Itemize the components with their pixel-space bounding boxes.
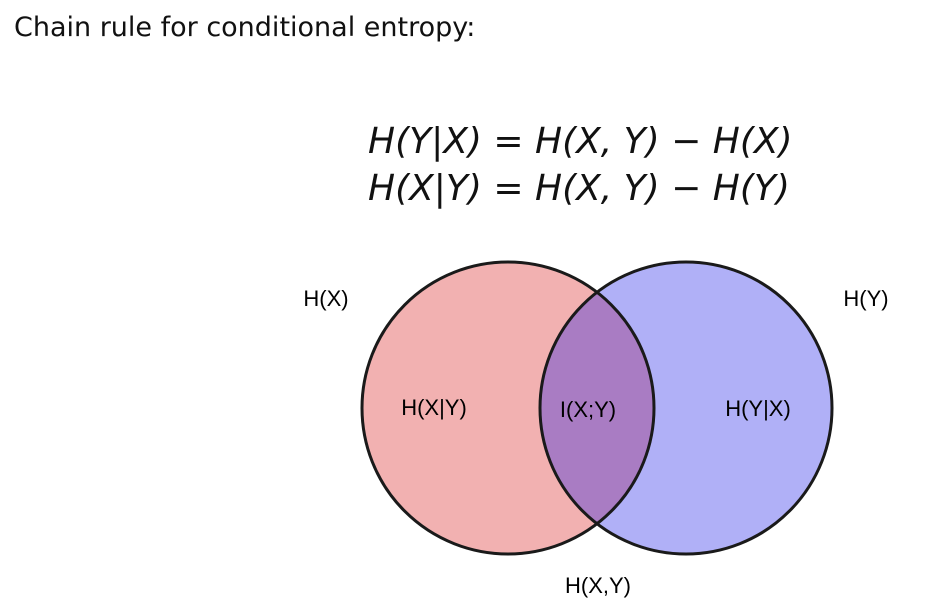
equation-block: H(Y|X) = H(X, Y) − H(X) H(X|Y) = H(X, Y)… [368,118,793,212]
equation-conditional-y-given-x: H(Y|X) = H(X, Y) − H(X) [368,121,793,162]
mutual-information-label: I(X;Y) [560,397,616,422]
joint-entropy-label: H(X,Y) [565,573,631,598]
conditional-entropy-y-given-x-label: H(Y|X) [725,396,791,421]
conditional-entropy-x-given-y-label: H(X|Y) [401,395,467,420]
equation-conditional-x-given-y: H(X|Y) = H(X, Y) − H(Y) [368,168,790,209]
slide-title: Chain rule for conditional entropy: [14,12,476,43]
entropy-y-label: H(Y) [843,286,888,311]
entropy-x-label: H(X) [303,286,348,311]
entropy-x-outline [360,260,656,556]
mutual-information-region [540,262,654,554]
entropy-y-outline [538,260,834,556]
